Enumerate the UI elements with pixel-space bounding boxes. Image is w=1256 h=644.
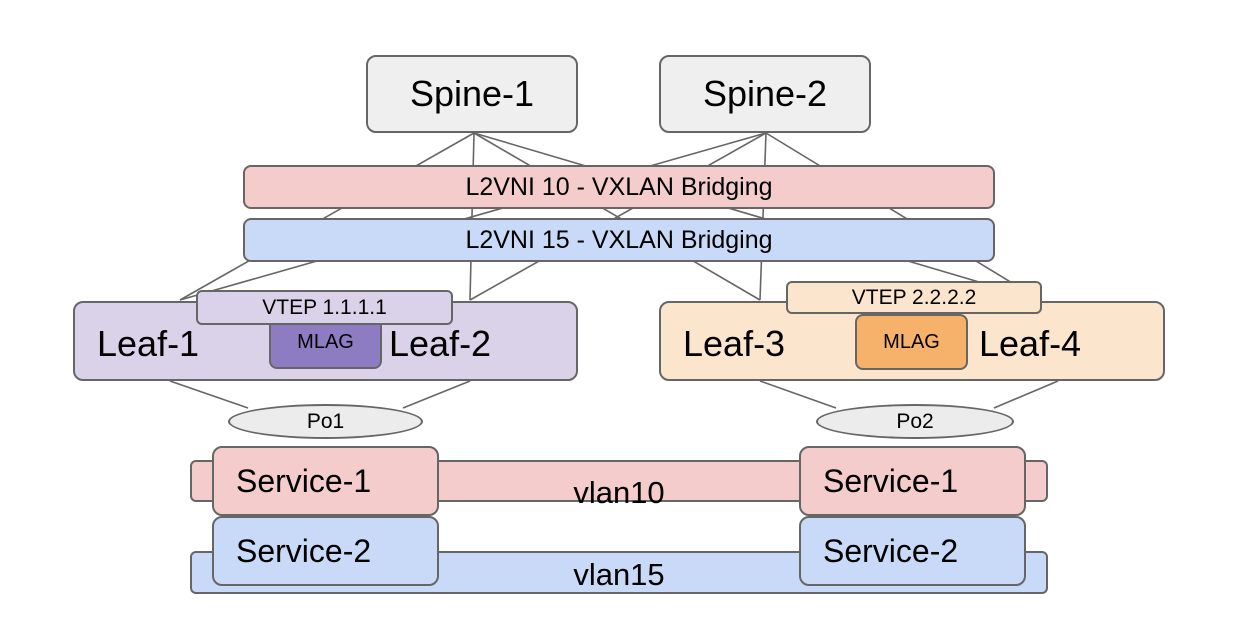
spine-2-label: Spine-2 <box>702 73 828 114</box>
link-spine2-leaf1 <box>179 132 767 301</box>
link-spine2-leaf4 <box>765 132 1041 301</box>
leaf-3-label: Leaf-3 <box>683 323 786 364</box>
mlag-left-label: MLAG <box>297 330 354 353</box>
link-leaf3-po2 <box>759 380 837 409</box>
po2-label: Po2 <box>896 409 934 433</box>
spine-1: Spine-1 <box>366 55 578 133</box>
vtep-left-label: VTEP 1.1.1.1 <box>262 295 387 319</box>
port-channel-po2: Po2 <box>816 404 1014 439</box>
po1-label: Po1 <box>306 409 345 433</box>
spine-1-label: Spine-1 <box>409 73 535 114</box>
service-1-left: Service-1 <box>212 446 439 516</box>
leaf-2-label: Leaf-2 <box>389 323 492 364</box>
service-1-right: Service-1 <box>799 446 1026 516</box>
service-2-left: Service-2 <box>212 516 439 586</box>
port-channel-po1: Po1 <box>228 404 423 439</box>
link-leaf4-po2 <box>993 380 1059 409</box>
link-spine2-leaf3 <box>759 132 767 301</box>
service-2-right-label: Service-2 <box>823 532 959 569</box>
l2vni-15-band: L2VNI 15 - VXLAN Bridging <box>243 218 995 262</box>
vtep-right: VTEP 2.2.2.2 <box>786 281 1042 314</box>
spine-2: Spine-2 <box>659 55 871 133</box>
service-1-right-label: Service-1 <box>823 462 959 499</box>
leaf-1-label: Leaf-1 <box>97 323 200 364</box>
service-2-left-label: Service-2 <box>236 532 372 569</box>
l2vni-10-label: L2VNI 10 - VXLAN Bridging <box>465 172 773 201</box>
link-leaf2-po1 <box>402 380 471 409</box>
vtep-left: VTEP 1.1.1.1 <box>196 290 453 325</box>
mlag-right: MLAG <box>855 314 968 370</box>
link-leaf1-po1 <box>169 380 249 409</box>
link-spine1-leaf4 <box>473 132 1041 301</box>
mlag-right-label: MLAG <box>883 330 940 353</box>
l2vni-10-band: L2VNI 10 - VXLAN Bridging <box>243 165 995 209</box>
leaf-4-label: Leaf-4 <box>979 323 1082 364</box>
link-spine2-leaf2 <box>469 132 767 301</box>
service-2-right: Service-2 <box>799 516 1026 586</box>
l2vni-15-label: L2VNI 15 - VXLAN Bridging <box>465 225 773 254</box>
vlan10-label: vlan10 <box>573 475 665 510</box>
vlan15-label: vlan15 <box>573 556 665 592</box>
link-spine1-leaf1 <box>179 132 475 301</box>
service-1-left-label: Service-1 <box>236 462 372 499</box>
vtep-right-label: VTEP 2.2.2.2 <box>851 285 977 309</box>
